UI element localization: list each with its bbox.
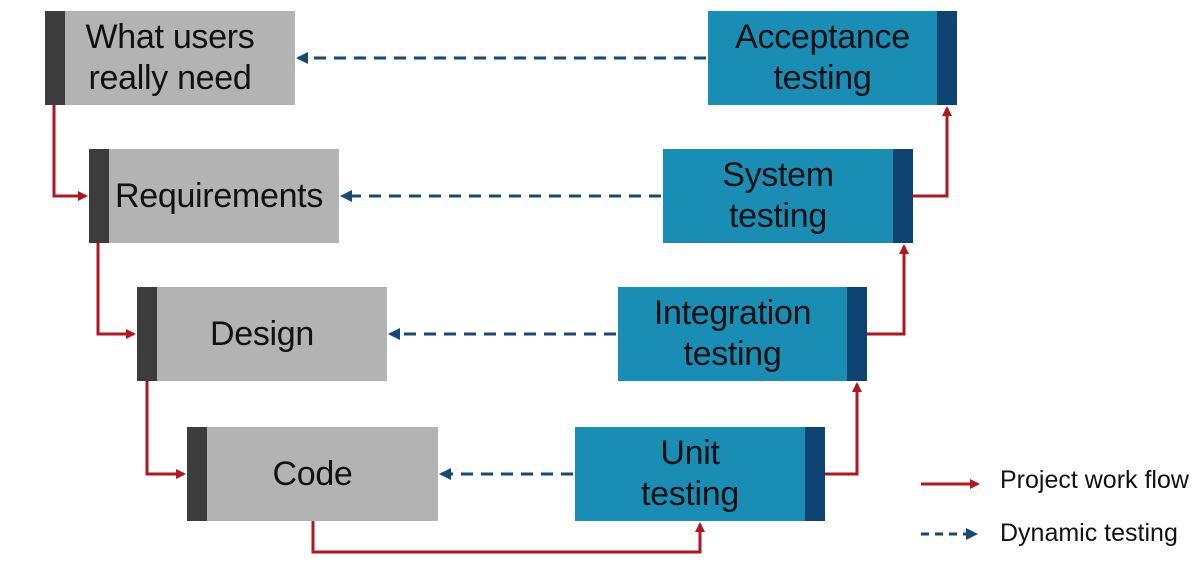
stage-bar <box>137 287 157 381</box>
flow-arrow-system-to-acceptance <box>913 106 952 198</box>
stage-box-acceptance-testing: Acceptance testing <box>708 11 957 105</box>
stage-label: What users really need <box>85 18 255 97</box>
flow-arrow-requirements-to-design <box>96 243 136 339</box>
flow-arrow-code-to-unit <box>311 521 705 554</box>
stage-box-code: Code <box>187 427 438 521</box>
stage-bar <box>89 149 109 243</box>
flow-arrow-users-to-requirements <box>52 105 88 201</box>
legend-symbols <box>921 479 980 540</box>
stage-label: Unit testing <box>640 434 740 513</box>
stage-label: Integration testing <box>653 294 812 373</box>
stage-bar <box>45 11 65 105</box>
flow-arrow-integration-to-system <box>867 244 909 336</box>
stage-box-system-testing: System testing <box>663 149 913 243</box>
work-flow-arrows <box>52 105 952 554</box>
stage-box-requirements: Requirements <box>89 149 339 243</box>
stage-label: Code <box>272 454 353 493</box>
flow-arrow-design-to-code <box>145 381 186 479</box>
legend-work-flow-label: Project work flow <box>1000 466 1189 494</box>
flow-arrow-unit-to-integration <box>825 382 862 476</box>
stage-bar <box>937 11 957 105</box>
stage-label: Acceptance testing <box>735 18 910 97</box>
stage-box-design: Design <box>137 287 387 381</box>
stage-bar <box>893 149 913 243</box>
stage-box-integration-testing: Integration testing <box>618 287 867 381</box>
stage-box-unit-testing: Unit testing <box>575 427 825 521</box>
dynamic-testing-arrows <box>296 52 706 480</box>
legend-dynamic-testing-label: Dynamic testing <box>1000 519 1178 547</box>
stage-label: System testing <box>722 156 834 235</box>
stage-label: Requirements <box>114 176 324 215</box>
stage-label: Design <box>209 314 315 353</box>
stage-box-users-need: What users really need <box>45 11 295 105</box>
stage-bar <box>805 427 825 521</box>
stage-bar <box>187 427 207 521</box>
stage-bar <box>847 287 867 381</box>
